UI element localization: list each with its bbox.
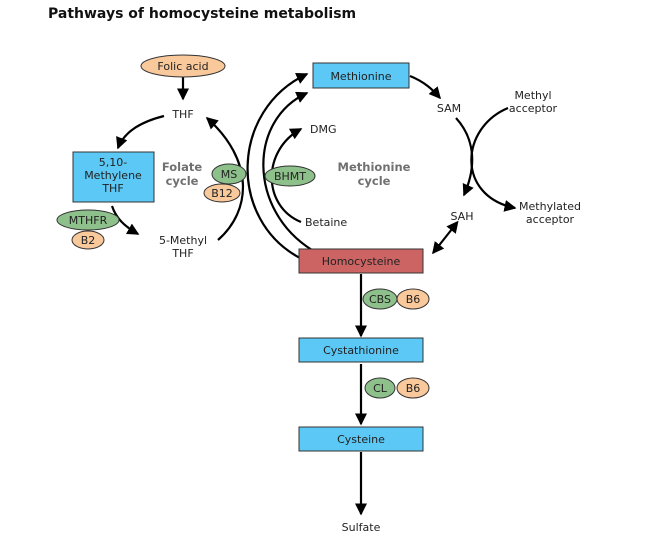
methionine-cycle-label-2: cycle — [358, 174, 391, 188]
cbs-label: CBS — [369, 293, 391, 306]
cl-label: CL — [373, 382, 388, 395]
methylene-thf-line2: Methylene — [84, 169, 142, 182]
folic-acid-node: Folic acid — [140, 54, 226, 78]
ms-enzyme: MS — [211, 163, 247, 185]
homocysteine-node: Homocysteine — [298, 248, 424, 274]
methionine-cycle-label-1: Methionine — [338, 160, 411, 174]
diagram-title: Pathways of homocysteine metabolism — [48, 6, 357, 22]
cbs-enzyme: CBS — [362, 288, 398, 310]
methylene-thf-node: 5,10- Methylene THF — [72, 151, 155, 203]
b6-cofactor-cbs: B6 — [396, 288, 430, 310]
sam-label: SAM — [437, 102, 461, 115]
methylated-acceptor-line1: Methylated — [519, 200, 581, 213]
arrow-sah-hcy — [432, 220, 459, 255]
methyl-acceptor-line1: Methyl — [514, 89, 551, 102]
cl-enzyme: CL — [364, 377, 396, 399]
folic-acid-label: Folic acid — [157, 60, 208, 73]
cystathionine-label: Cystathionine — [323, 344, 399, 357]
b12-cofactor: B12 — [203, 183, 241, 203]
arrow-methylthf-to-thf — [205, 116, 245, 241]
cystathionine-node: Cystathionine — [298, 337, 424, 363]
b2-label: B2 — [81, 234, 96, 247]
arrow-methylene-to-methylthf — [110, 205, 140, 235]
methyl-thf-line2: THF — [171, 247, 193, 260]
b12-label: B12 — [211, 187, 233, 200]
arrow-hcy-to-met-inner — [262, 91, 313, 251]
folate-cycle-label-2: cycle — [166, 174, 199, 188]
b6-label-cbs: B6 — [406, 293, 421, 306]
ms-label: MS — [221, 168, 237, 181]
thf-label: THF — [171, 108, 193, 121]
mthfr-label: MTHFR — [69, 214, 108, 227]
folate-cycle-label-1: Folate — [162, 160, 202, 174]
b6-label-cl: B6 — [406, 382, 421, 395]
b6-cofactor-cl: B6 — [396, 377, 430, 399]
dmg-label: DMG — [310, 123, 337, 136]
arrow-sam-to-sah — [455, 117, 474, 197]
arrow-methyl-acceptor — [470, 106, 517, 212]
cysteine-label: Cysteine — [337, 433, 385, 446]
methylene-thf-line1: 5,10- — [99, 156, 127, 169]
bhmt-label: BHMT — [274, 170, 306, 183]
methyl-thf-line1: 5-Methyl — [159, 234, 207, 247]
arrow-hcy-to-met-outer — [246, 73, 309, 259]
sulfate-label: Sulfate — [342, 521, 381, 534]
cysteine-node: Cysteine — [298, 426, 424, 452]
methionine-node: Methionine — [312, 62, 410, 89]
methylene-thf-line3: THF — [101, 182, 123, 195]
mthfr-enzyme: MTHFR — [56, 209, 120, 231]
betaine-label: Betaine — [305, 216, 347, 229]
methyl-acceptor-line2: acceptor — [509, 102, 558, 115]
b2-cofactor: B2 — [71, 230, 105, 250]
bhmt-enzyme: BHMT — [264, 165, 316, 187]
homocysteine-label: Homocysteine — [322, 255, 401, 268]
sah-label: SAH — [451, 210, 474, 223]
arrow-met-to-sam — [409, 74, 441, 100]
methylated-acceptor-line2: acceptor — [526, 213, 575, 226]
arrow-thf-to-methylene — [116, 114, 165, 150]
methionine-label: Methionine — [330, 70, 391, 83]
